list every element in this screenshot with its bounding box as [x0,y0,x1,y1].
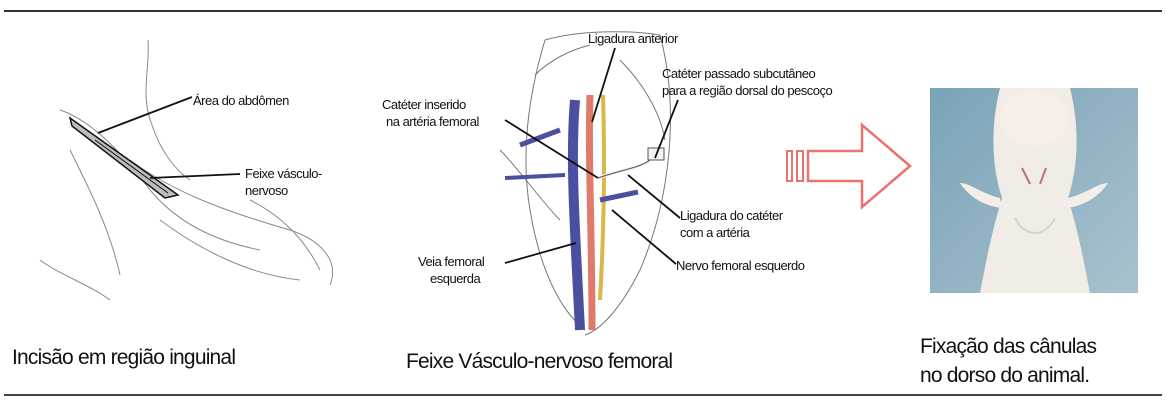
femoral-caption: Feixe Vásculo-nervoso femoral [406,348,672,375]
nerve-label: Nervo femoral esquerdo [676,257,804,274]
fixation-caption-line2: no dorso do animal. [920,362,1089,389]
vein-label-line2: esquerda [430,270,480,287]
nerve-pointer [612,210,676,264]
catheter-ligature-label-line2: com a artéria [680,224,749,241]
catheter-ligature-label-line1: Ligadura do catéter [680,207,783,224]
animal-photo [930,88,1138,293]
subcutaneous-catheter-label-line2: para a região dorsal do pescoço [662,82,832,99]
arrow-icon [787,125,910,207]
femoral-vein [573,100,580,330]
subcutaneous-catheter-label-line1: Catéter passado subcutâneo [662,65,815,82]
incision-opening [70,118,178,198]
vein-label-line1: Veia femoral [418,253,484,270]
inserted-catheter-label-line2: na artéria femoral [386,113,479,130]
bundle-label-line2: nervoso [245,182,288,199]
femoral-artery [589,95,592,330]
vein-branch-left [505,175,565,178]
vein-pointer [505,243,576,263]
inserted-catheter-label-line1: Catéter inserido [382,96,466,113]
incision-caption: Incisão em região inguinal [12,344,235,371]
abdomen-label: Área do abdômen [193,92,289,109]
catheter-ligature-pointer [628,175,680,218]
bundle-pointer [150,174,240,178]
bundle-label-line1: Feixe vásculo- [245,165,322,182]
incision-cut [70,118,178,198]
subcutaneous-catheter-pointer [655,100,678,158]
abdomen-pointer [98,97,192,133]
anterior-ligature-label: Ligadura anterior [588,30,678,47]
incision-edge [95,140,168,193]
inserted-catheter-pointer [505,120,598,178]
femoral-sketch [500,32,670,335]
fixation-caption-line1: Fixação das cânulas [920,333,1096,360]
